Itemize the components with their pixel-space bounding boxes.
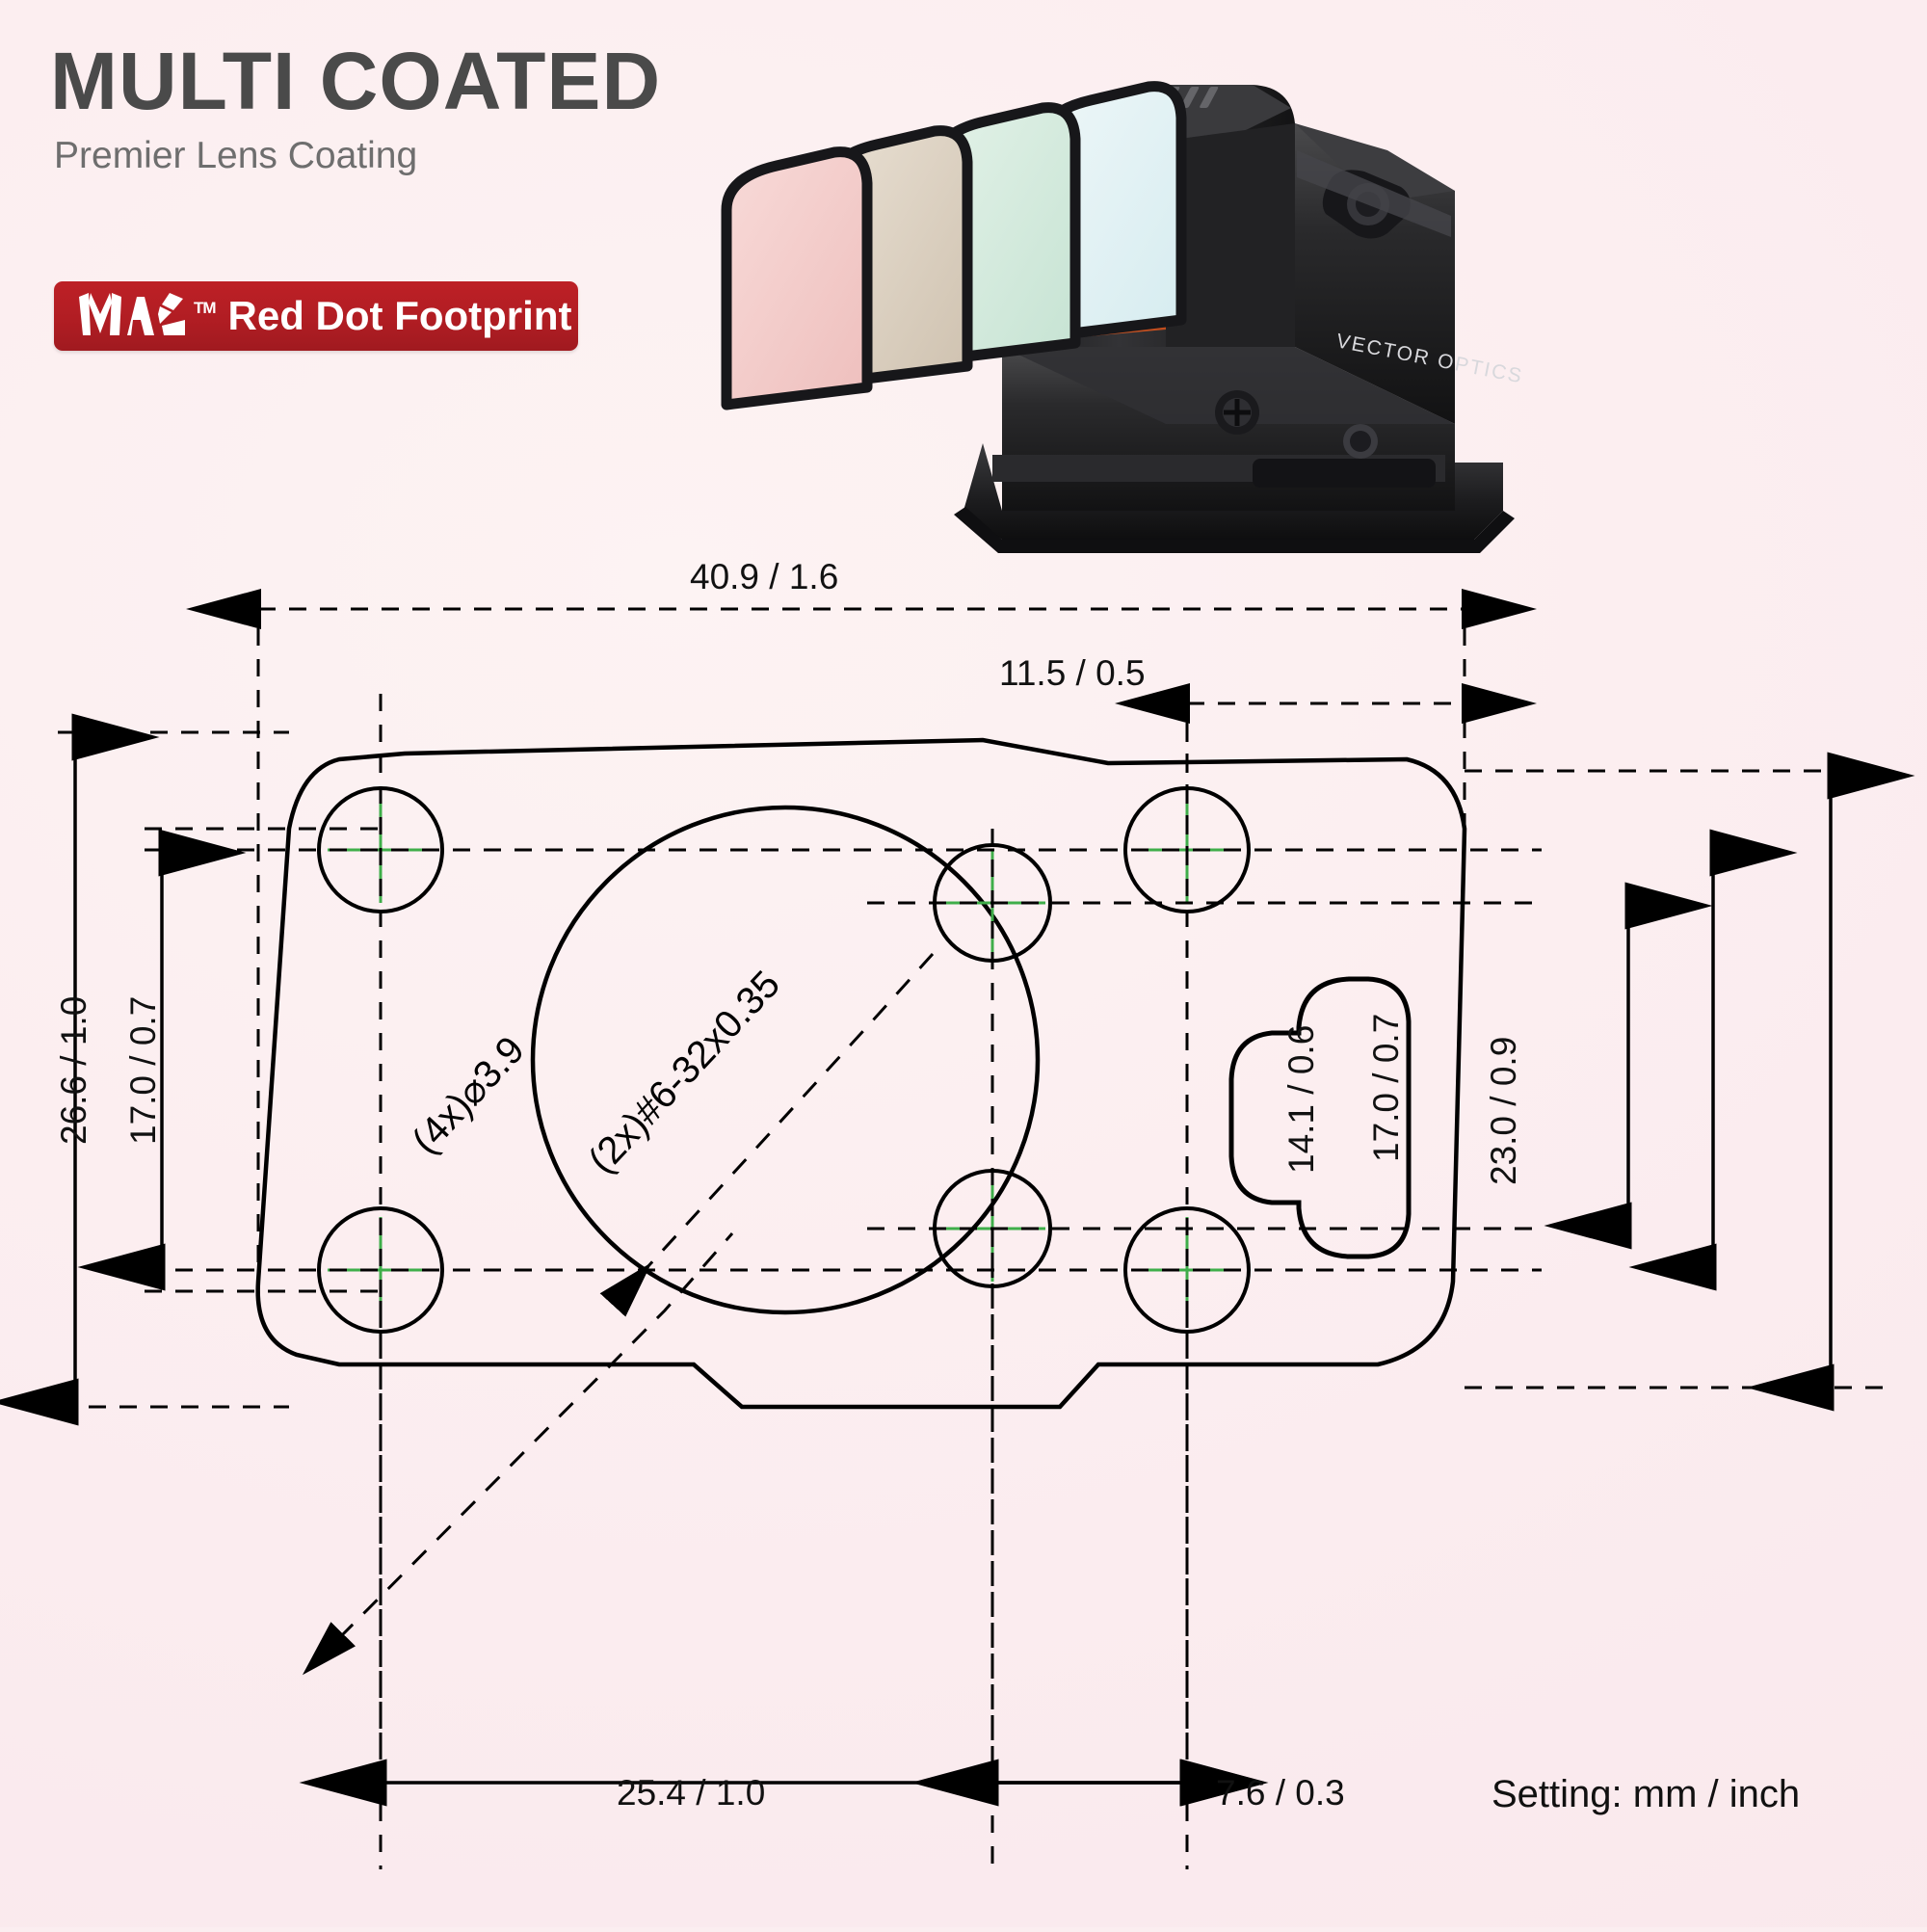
red-dot-sight-graphic: VECTOR OPTICS — [721, 81, 1525, 553]
dim-hole-height-right: 17.0 / 0.7 — [1366, 1013, 1406, 1162]
product-illustration: VECTOR OPTICS — [713, 58, 1898, 559]
plate-outline — [255, 737, 1467, 1410]
page-title: MULTI COATED — [50, 36, 662, 126]
mag-logo: TM — [77, 291, 217, 341]
dim-overall-height-left: 26.6 / 1.0 — [54, 995, 93, 1145]
thread-callout-text: (2x)#6-32x0.35 — [580, 963, 788, 1181]
drawing-svg: (4x)⌀3.9 (2x)#6-32x0.35 — [0, 589, 1915, 1869]
windage-screw-icon — [1215, 390, 1259, 435]
dim-overall-width: 40.9 / 1.6 — [690, 557, 839, 596]
coating-layer-pink — [721, 146, 873, 410]
dim-inner-height-right: 14.1 / 0.6 — [1281, 1024, 1321, 1174]
page-subtitle: Premier Lens Coating — [54, 135, 418, 176]
extension-lines — [58, 589, 1888, 1869]
mag-footprint-badge: TM Red Dot Footprint — [54, 281, 578, 351]
footprint-technical-drawing: (4x)⌀3.9 (2x)#6-32x0.35 — [0, 540, 1927, 1927]
callout-leaders — [302, 952, 935, 1676]
vertical-dimension-lines — [0, 713, 1915, 1426]
dim-bottom-hole-span: 25.4 / 1.0 — [617, 1773, 766, 1813]
trademark-mark: TM — [194, 299, 217, 317]
hole-callout-text: (4x)⌀3.9 — [404, 1028, 533, 1162]
sight-rear-body — [1295, 123, 1455, 424]
sight-mount-rail — [954, 424, 1515, 553]
badge-label: Red Dot Footprint — [227, 293, 572, 338]
units-note: Setting: mm / inch — [1491, 1773, 1801, 1815]
mag-logo-icon — [79, 293, 185, 335]
central-bore — [530, 805, 1041, 1315]
center-marks — [328, 797, 1240, 1323]
dim-overall-height-right: 23.0 / 0.9 — [1484, 1036, 1523, 1185]
dim-hole-height-left: 17.0 / 0.7 — [123, 995, 163, 1145]
dim-bottom-small-span: 7.6 / 0.3 — [1216, 1773, 1345, 1813]
recoil-lug-cutout — [1228, 976, 1412, 1259]
dim-right-hole-span: 11.5 / 0.5 — [999, 653, 1146, 693]
